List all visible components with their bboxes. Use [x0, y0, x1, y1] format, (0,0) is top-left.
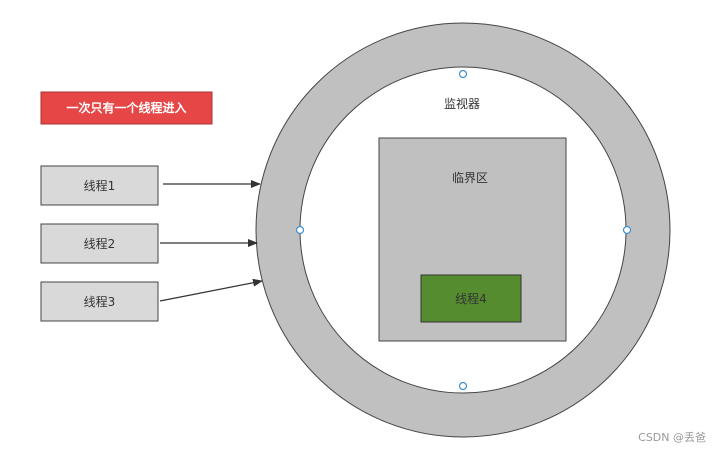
- active-thread-box: 线程4: [420, 274, 522, 323]
- thread-box-3-label: 线程3: [84, 294, 116, 309]
- banner: 一次只有一个线程进入: [40, 91, 213, 125]
- watermark: CSDN @丢爸: [638, 431, 706, 444]
- thread-box-1: 线程1: [40, 165, 159, 206]
- connection-point-right: [622, 225, 632, 235]
- active-thread-label: 线程4: [455, 291, 487, 306]
- connection-point-bottom: [458, 381, 468, 391]
- thread-box-1-label: 线程1: [84, 178, 116, 193]
- connection-point-left: [295, 225, 305, 235]
- thread-box-2: 线程2: [40, 223, 159, 264]
- connection-points: [295, 69, 632, 391]
- arrow-thread-3: [159, 278, 263, 302]
- thread-box-2-label: 线程2: [84, 236, 116, 251]
- critical-section-label: 临界区: [452, 171, 488, 185]
- banner-label: 一次只有一个线程进入: [66, 100, 186, 115]
- thread-box-3: 线程3: [40, 281, 159, 322]
- critical-section: 临界区: [378, 137, 567, 342]
- connection-point-top: [458, 69, 468, 79]
- monitor-label: 监视器: [444, 96, 480, 111]
